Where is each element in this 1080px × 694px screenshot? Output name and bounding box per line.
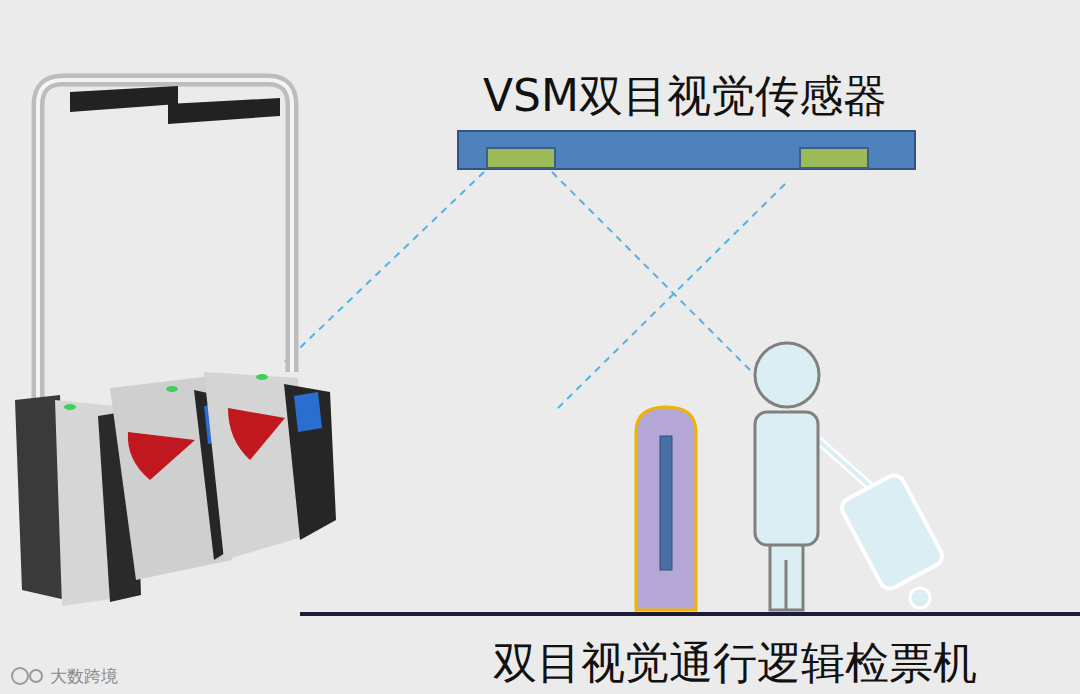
sight-lines — [285, 172, 792, 412]
sensor-bar — [457, 130, 916, 170]
camera-lens — [486, 147, 556, 169]
watermark-logo — [12, 668, 42, 684]
watermark-text: 大数跨境 — [50, 665, 118, 688]
sensor-title: VSM双目视觉传感器 — [440, 71, 930, 122]
floor-line — [300, 612, 1080, 616]
passenger-illustration — [755, 343, 945, 610]
caption-text: 双目视觉通行逻辑检票机 — [493, 638, 977, 689]
post-illustration — [636, 407, 696, 610]
sensor-node: VSM双目视觉传感器 — [440, 71, 930, 170]
gate-illustration — [15, 80, 336, 606]
camera-lens — [799, 147, 869, 169]
